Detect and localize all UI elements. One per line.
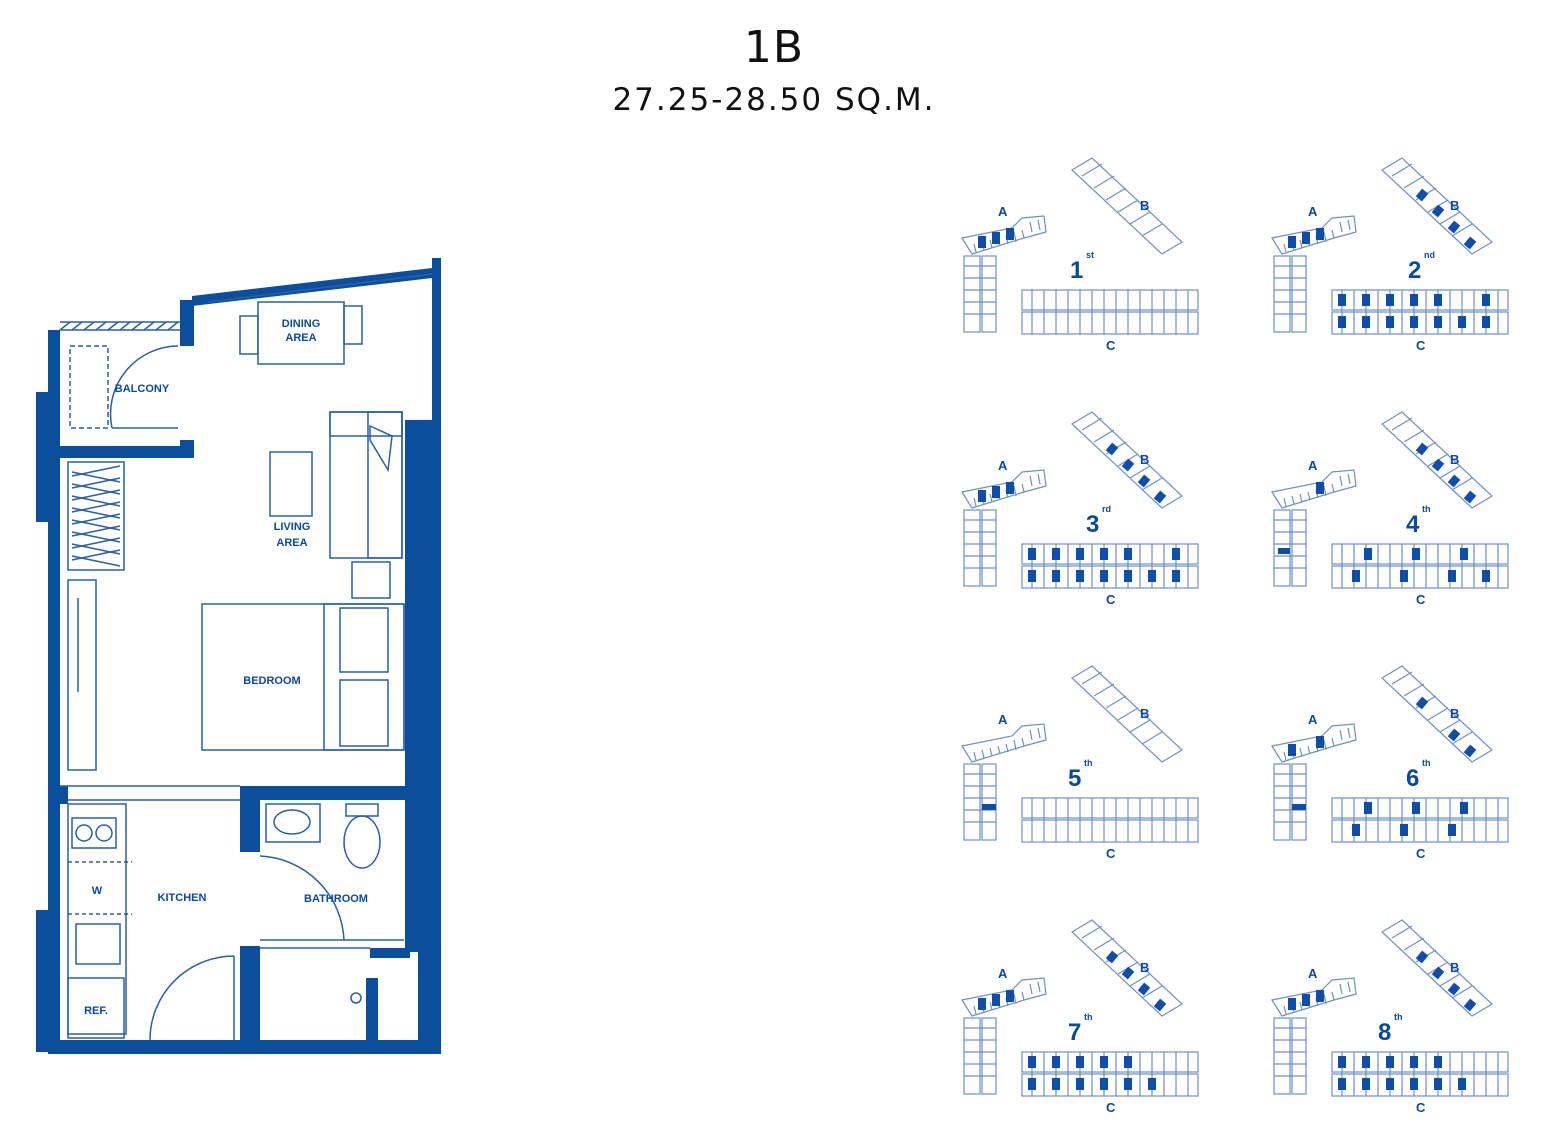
- bedroom-label: BEDROOM: [243, 675, 300, 687]
- wing-c-label: C: [1106, 1100, 1116, 1115]
- wing-c-label: C: [1106, 338, 1116, 353]
- wing-a-label: A: [998, 966, 1008, 981]
- key-plan-floor-4: A B C 4 th: [1271, 411, 1509, 607]
- unit-area-subtitle: 27.25-28.50 SQ.M.: [612, 82, 936, 118]
- wing-a-label: A: [998, 458, 1008, 473]
- wing-c-label: C: [1106, 592, 1116, 607]
- balcony-label: BALCONY: [115, 383, 170, 395]
- key-plan-floor-1: A B C 1 st: [961, 157, 1199, 353]
- interior-lines: [59, 273, 433, 1041]
- floor-number: 3: [1086, 511, 1099, 538]
- wing-b-label: B: [1450, 198, 1459, 213]
- floor-suffix: th: [1084, 1012, 1093, 1022]
- key-plan-floor-6: A B C 6 th: [1271, 665, 1509, 861]
- bathroom-label: BATHROOM: [304, 893, 368, 905]
- kitchen-label: KITCHEN: [158, 892, 207, 904]
- floor-suffix: th: [1422, 758, 1431, 768]
- washer-label: W: [92, 885, 103, 897]
- key-plan-floor-7: A B C 7 th: [961, 919, 1199, 1115]
- floor-number: 6: [1406, 765, 1419, 792]
- wing-c-label: C: [1416, 846, 1426, 861]
- floor-number: 1: [1070, 257, 1083, 284]
- key-plan-floor-8: A B C 8 th: [1271, 919, 1509, 1115]
- wing-c-label: C: [1416, 338, 1426, 353]
- wing-b-label: B: [1450, 452, 1459, 467]
- wing-a-label: A: [998, 204, 1008, 219]
- floor-suffix: th: [1394, 1012, 1403, 1022]
- wing-a-label: A: [1308, 204, 1318, 219]
- wing-b-label: B: [1450, 960, 1459, 975]
- key-plan-floor-2: A B C 2 nd: [1271, 157, 1509, 353]
- floor-number: 2: [1408, 257, 1421, 284]
- unit-floor-plan: DINING AREA BALCONY LIVING AREA BEDROOM …: [36, 258, 441, 1054]
- floor-suffix: th: [1084, 758, 1093, 768]
- dining-label-line1: DINING: [282, 318, 321, 330]
- key-plans: A B C 1 st A B C 2 nd A B C: [961, 157, 1509, 1115]
- wing-a-label: A: [1308, 966, 1318, 981]
- floor-number: 4: [1406, 511, 1420, 538]
- wing-a-label: A: [998, 712, 1008, 727]
- living-label-line2: AREA: [276, 537, 307, 549]
- wing-b-label: B: [1140, 960, 1149, 975]
- unit-type-title: 1B: [743, 22, 805, 73]
- fridge-label: REF.: [84, 1005, 108, 1017]
- floor-number: 7: [1068, 1019, 1081, 1046]
- floor-suffix: st: [1086, 250, 1094, 260]
- floor-suffix: th: [1422, 504, 1431, 514]
- wing-c-label: C: [1416, 592, 1426, 607]
- exterior-walls: [36, 258, 441, 1054]
- living-label-line1: LIVING: [274, 521, 311, 533]
- wing-a-label: A: [1308, 458, 1318, 473]
- wing-a-label: A: [1308, 712, 1318, 727]
- wing-b-label: B: [1140, 706, 1149, 721]
- wing-b-label: B: [1450, 706, 1459, 721]
- key-plan-floor-3: A B C 3 rd: [961, 411, 1199, 607]
- floor-suffix: nd: [1424, 250, 1435, 260]
- wing-b-label: B: [1140, 198, 1149, 213]
- floor-number: 8: [1378, 1019, 1391, 1046]
- dining-label-line2: AREA: [285, 332, 316, 344]
- wing-b-label: B: [1140, 452, 1149, 467]
- wing-c-label: C: [1416, 1100, 1426, 1115]
- wing-c-label: C: [1106, 846, 1116, 861]
- key-plan-floor-5: A B C 5 th: [961, 665, 1199, 861]
- floor-number: 5: [1068, 765, 1081, 792]
- floor-suffix: rd: [1102, 504, 1111, 514]
